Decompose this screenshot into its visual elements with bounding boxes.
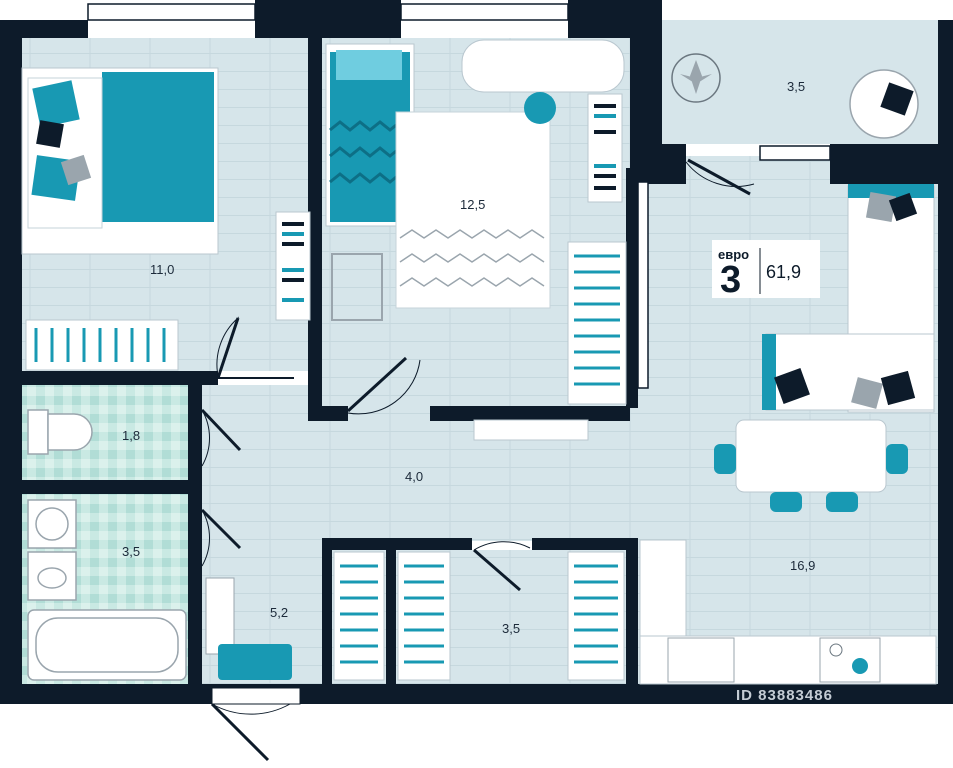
hangers-bedroom (34, 328, 166, 362)
wall-wardrobe-mid (386, 550, 396, 684)
door-kids (346, 356, 408, 413)
wall-bedroom-kids (308, 38, 322, 421)
wet-fixtures (27, 409, 187, 681)
door-balcony (687, 158, 751, 196)
area-bathroom: 3,5 (122, 544, 140, 559)
wardrobe-bedroom (25, 319, 179, 371)
wall-balcony-bottom-1 (630, 144, 686, 184)
wall-kids-bottom-2 (430, 406, 630, 421)
cushion (36, 120, 64, 148)
window-kitchen-side (637, 181, 649, 389)
wall-wet-right (188, 385, 202, 684)
window-kids (400, 3, 569, 21)
door-toilet (200, 408, 242, 452)
kids-pillow (336, 50, 402, 80)
area-balcony: 3,5 (787, 79, 805, 94)
door-wardrobe (473, 548, 521, 592)
wall-balcony-bottom-2 (830, 144, 938, 184)
play-rug (395, 111, 551, 309)
dining-table (735, 419, 887, 493)
hallway-bench (473, 419, 589, 441)
badge-prefix: евро (718, 247, 749, 262)
shelf-kids (587, 93, 623, 203)
watermark: ID 83883486 (736, 687, 833, 704)
wall-top-2 (255, 0, 401, 38)
kids-furniture (325, 39, 627, 405)
entrance-furniture (205, 577, 292, 680)
area-kids-room: 12,5 (460, 197, 485, 212)
wall-wardrobe-right (626, 538, 638, 684)
door-bathroom (200, 508, 242, 550)
shelf-bedroom (275, 211, 311, 321)
pillow (32, 80, 80, 128)
area-toilet: 1,8 (122, 428, 140, 443)
window-bedroom (87, 3, 256, 21)
walls (0, 0, 953, 704)
window-living-door (759, 145, 831, 161)
badge-rooms: 3 (720, 259, 741, 301)
toilet-bowl (47, 413, 93, 451)
doors (200, 158, 755, 762)
apartment-badge: евро 3 61,9 (712, 240, 820, 301)
wall-kids-bottom-1 (308, 406, 348, 421)
wardrobe-closets (333, 419, 625, 681)
wardrobe-kids (567, 241, 627, 405)
area-wardrobe: 3,5 (502, 621, 520, 636)
door-mat (218, 644, 292, 680)
area-entrance: 5,2 (270, 605, 288, 620)
cooktop (819, 637, 881, 683)
wall-wardrobe-top-1 (322, 538, 472, 550)
bed-blanket (102, 72, 214, 222)
area-hallway: 4,0 (405, 469, 423, 484)
windows (87, 3, 831, 389)
balcony-furniture (671, 53, 919, 139)
fridge (639, 539, 687, 637)
wall-top-1 (0, 20, 88, 38)
dining-chairs (714, 444, 908, 512)
wall-bedroom-bottom (22, 371, 218, 385)
toilet-tank (27, 409, 49, 455)
shoe-rack (205, 577, 235, 655)
badge-area: 61,9 (766, 262, 801, 282)
desk-chair (524, 92, 556, 124)
area-kitchen-living: 16,9 (790, 558, 815, 573)
plant (671, 53, 721, 103)
wall-wardrobe-top-2 (532, 538, 638, 550)
area-bedroom: 11,0 (150, 262, 174, 277)
ladder (331, 253, 383, 321)
wall-top-3 (568, 0, 662, 38)
wall-outer-right (938, 144, 953, 704)
desk (461, 39, 625, 93)
hangers-kids (574, 254, 620, 386)
wall-kids-living-lower (626, 168, 638, 408)
bedroom-furniture (21, 67, 311, 371)
living-furniture (639, 184, 937, 685)
door-entrance (210, 702, 270, 762)
kitchen-sink (667, 637, 735, 683)
cushion (60, 154, 92, 186)
wall-balcony-right (938, 20, 953, 160)
room-labels: 11,0 12,5 3,5 1,8 3,5 4,0 5,2 3,5 16,9 (122, 79, 815, 636)
wall-wardrobe-left (322, 538, 332, 684)
wall-outer-left (0, 20, 22, 704)
wall-toilet-bath (22, 480, 188, 494)
